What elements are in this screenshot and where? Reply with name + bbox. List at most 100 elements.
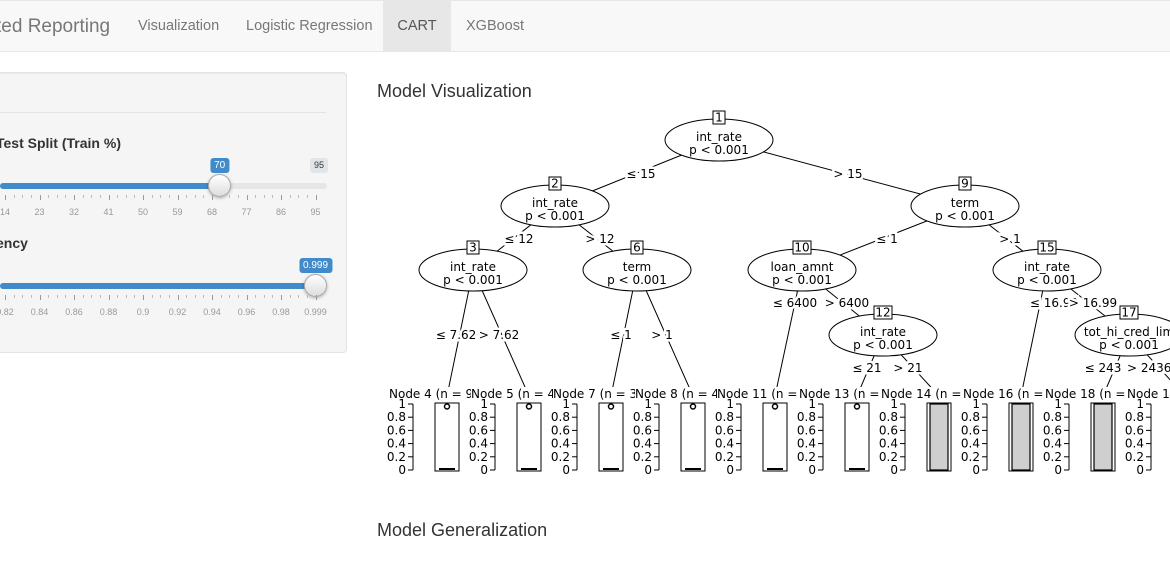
tab-xgboost[interactable]: XGBoost — [466, 18, 525, 34]
tree-edge-label: ≤ 1 — [876, 232, 898, 246]
navbar: ted Reporting Visualization Logistic Reg… — [0, 0, 1170, 52]
leaf-outlier-point — [443, 403, 451, 410]
leaf-node-title: Node 14 (n = 2 — [881, 387, 973, 401]
leaf-y-tick-label: 0.2 — [961, 450, 980, 464]
slider-minor-tick — [48, 195, 50, 198]
leaf-node-title: Node 8 (n = 4 — [635, 387, 719, 401]
leaf-y-tick-label: 0 — [1136, 463, 1144, 477]
leaf-y-tick-label: 0.4 — [1125, 437, 1144, 451]
slider-minor-tick — [56, 195, 58, 198]
split-slider-fill — [0, 183, 220, 189]
slider-major-tick — [315, 295, 317, 300]
slider-tick-label: 0.98 — [272, 307, 290, 317]
tree-node-id-box — [548, 176, 562, 191]
slider-tick-label: 95 — [310, 207, 321, 217]
tree-edge-label: > 6400 — [825, 296, 869, 310]
leaf-y-tick-label: 1 — [644, 397, 652, 411]
slider-tick-label: 77 — [241, 207, 252, 217]
slider-tick-label: 0.96 — [237, 307, 256, 317]
slider-tick-label: 0.86 — [65, 307, 83, 317]
slider-major-tick — [281, 195, 282, 200]
confidence-slider-value-badge: 0.999 — [298, 258, 333, 273]
slider-major-tick — [39, 195, 41, 200]
slider-tick-label: 14 — [0, 207, 11, 217]
tree-node-pvalue: p < 0.001 — [689, 143, 749, 157]
slider-minor-tick — [186, 295, 188, 298]
slider-tick-label: 0.84 — [30, 307, 49, 317]
leaf-y-tick-label: 0.4 — [633, 437, 652, 451]
tree-node-id: 15 — [1039, 241, 1054, 255]
leaf-title-bg — [963, 387, 1033, 400]
tab-logistic-regression[interactable]: Logistic Regression — [246, 18, 373, 34]
tab-visualization[interactable]: Visualization — [138, 18, 220, 34]
split-slider-label: Test Split (Train %) — [0, 135, 121, 151]
leaf-y-tick-label: 0.6 — [387, 423, 406, 437]
leaf-y-tick-label: 1 — [480, 397, 488, 411]
tree-edge-label: ≤ 21 — [852, 361, 881, 375]
tab-cart[interactable]: CART — [383, 1, 451, 52]
leaf-y-tick-label: 0 — [480, 463, 488, 477]
tree-node-id: 2 — [551, 177, 559, 191]
leaf-bar-fill — [929, 403, 949, 471]
slider-minor-tick — [203, 295, 205, 298]
slider-tick-label: 0.9 — [136, 307, 150, 317]
leaf-bar-frame — [598, 402, 624, 472]
slider-tick-label: 0.999 — [304, 307, 327, 317]
slider-tick-label: 41 — [103, 207, 114, 217]
tree-edge-label: > 1 — [999, 232, 1021, 246]
leaf-bar-fill — [1011, 403, 1031, 471]
slider-major-tick — [246, 195, 248, 200]
slider-minor-tick — [65, 195, 67, 198]
navbar-brand[interactable]: ted Reporting — [0, 16, 111, 37]
leaf-title-bg — [799, 387, 869, 400]
leaf-y-tick-label: 0 — [890, 463, 898, 477]
leaf-title-bg — [717, 387, 787, 400]
leaf-y-tick-label: 0.2 — [1125, 450, 1144, 464]
leaf-title-bg — [553, 387, 623, 400]
split-slider-value-badge: 70 — [210, 158, 230, 173]
leaf-node-title: Node 1 — [1127, 387, 1170, 401]
confidence-slider-fill — [0, 283, 316, 289]
slider-minor-tick — [229, 195, 231, 198]
tree-node-variable: int_rate — [450, 260, 496, 274]
leaf-y-tick-label: 0.4 — [715, 437, 734, 451]
model-visualization-title: Model Visualization — [377, 81, 532, 101]
slider-major-tick — [315, 195, 317, 200]
slider-tick-label: 0.92 — [168, 307, 187, 317]
slider-tick-label: 23 — [34, 207, 45, 217]
leaf-y-tick-label: 0.8 — [1043, 410, 1062, 424]
slider-tick-label: 86 — [275, 207, 287, 217]
slider-major-tick — [143, 295, 144, 300]
tree-node-variable: int_rate — [1024, 260, 1070, 274]
tree-edge-label: ≤ 16.99 — [1030, 296, 1078, 310]
slider-minor-tick — [56, 295, 58, 298]
leaf-title-bg — [471, 387, 541, 400]
slider-minor-tick — [91, 195, 93, 198]
leaf-y-tick-label: 0.8 — [633, 410, 652, 424]
slider-major-tick — [108, 195, 110, 200]
tree-node-pvalue: p < 0.001 — [935, 209, 995, 223]
tree-edge-label: ≤ 1 — [610, 328, 632, 342]
slider-minor-tick — [151, 295, 153, 298]
slider-minor-tick — [229, 295, 231, 298]
slider-tick-label: 32 — [68, 207, 80, 217]
tree-node-id: 17 — [1121, 306, 1136, 320]
tree-edge-label: ≤ 15 — [626, 167, 655, 181]
slider-minor-tick — [272, 295, 274, 298]
split-slider-handle[interactable] — [208, 174, 232, 197]
slider-minor-tick — [30, 295, 32, 298]
leaf-title-bg — [1045, 387, 1115, 400]
slider-minor-tick — [298, 195, 300, 198]
slider-minor-tick — [82, 195, 84, 198]
slider-tick-label: 0.82 — [0, 307, 14, 317]
confidence-slider-handle[interactable] — [304, 274, 327, 297]
slider-minor-tick — [48, 295, 50, 298]
leaf-outlier-point — [607, 403, 615, 410]
slider-minor-tick — [203, 195, 205, 198]
leaf-title-bg — [881, 387, 951, 400]
leaf-y-tick-label: 0.6 — [879, 423, 898, 437]
slider-minor-tick — [194, 295, 196, 298]
slider-minor-tick — [22, 295, 24, 298]
leaf-y-tick-label: 0.4 — [961, 437, 980, 451]
